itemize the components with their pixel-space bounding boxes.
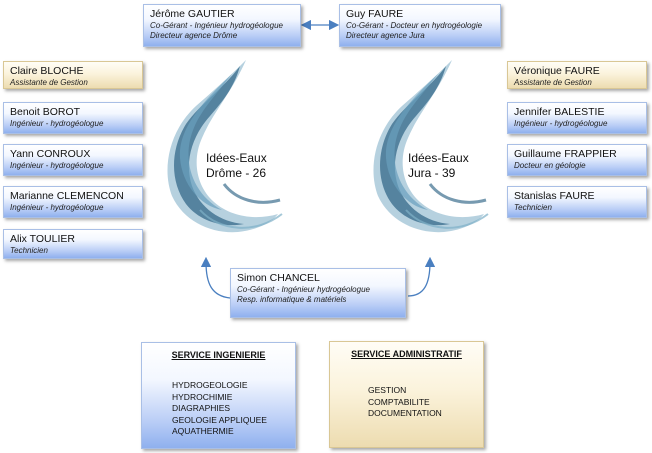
service-administratif-list: GESTION COMPTABILITE DOCUMENTATION [336, 385, 477, 420]
card-name: Guillaume FRAPPIER [514, 148, 617, 160]
card-role: Ingénieur - hydrogéologue [514, 119, 608, 128]
service-ingenierie-list: HYDROGEOLOGIE HYDROCHIMIE DIAGRAPHIES GE… [148, 380, 289, 438]
list-item: GESTION [368, 385, 407, 395]
card-role-2: Resp. informatique & matériels [237, 295, 347, 304]
agency-label-drome: Idées-Eaux Drôme - 26 [206, 151, 267, 181]
list-item: GEOLOGIE APPLIQUEE [172, 414, 267, 425]
card-role-2: Directeur agence Drôme [150, 31, 238, 40]
agency-label-jura: Idées-Eaux Jura - 39 [408, 151, 469, 181]
card-right-staff-2: Guillaume FRAPPIER Docteur en géologie [507, 144, 647, 176]
list-item: DIAGRAPHIES [172, 403, 231, 413]
agency-drome-line1: Idées-Eaux [206, 151, 267, 165]
list-item: HYDROGEOLOGIE [172, 380, 248, 390]
card-role: Co-Gérant - Ingénieur hydrogéologue [237, 285, 370, 294]
card-name: Guy FAURE [346, 8, 404, 20]
card-simon-chancel: Simon CHANCEL Co-Gérant - Ingénieur hydr… [230, 268, 406, 318]
card-role: Technicien [10, 246, 48, 255]
service-administratif-box: SERVICE ADMINISTRATIF GESTION COMPTABILI… [329, 341, 484, 448]
card-role-2: Directeur agence Jura [346, 31, 425, 40]
card-role: Assistante de Gestion [10, 78, 88, 87]
card-right-staff-3: Stanislas FAURE Technicien [507, 186, 647, 218]
water-drop-jura-icon [373, 60, 489, 233]
service-ingenierie-box: SERVICE INGENIERIE HYDROGEOLOGIE HYDROCH… [141, 342, 296, 449]
card-name: Claire BLOCHE [10, 65, 84, 77]
card-name: Benoit BOROT [10, 106, 81, 118]
card-right-staff-1: Jennifer BALESTIE Ingénieur - hydrogéolo… [507, 102, 647, 134]
card-role: Technicien [514, 203, 552, 212]
card-role: Co-Gérant - Docteur en hydrogéologie [346, 21, 483, 30]
card-left-staff-0: Claire BLOCHE Assistante de Gestion [3, 61, 143, 89]
card-name: Marianne CLEMENCON [10, 190, 124, 202]
card-name: Jérôme GAUTIER [150, 8, 235, 20]
card-left-staff-4: Alix TOULIER Technicien [3, 229, 143, 259]
agency-drome-line2: Drôme - 26 [206, 166, 267, 180]
card-role: Ingénieur - hydrogéologue [10, 203, 104, 212]
card-name: Alix TOULIER [10, 233, 75, 245]
service-ingenierie-title: SERVICE INGENIERIE [171, 350, 266, 360]
card-left-staff-2: Yann CONROUX Ingénieur - hydrogéologue [3, 144, 143, 176]
card-role: Ingénieur - hydrogéologue [10, 161, 104, 170]
card-name: Simon CHANCEL [237, 272, 320, 284]
card-guy-faure: Guy FAURE Co-Gérant - Docteur en hydrogé… [339, 4, 501, 47]
card-jerome-gautier: Jérôme GAUTIER Co-Gérant - Ingénieur hyd… [143, 4, 301, 47]
card-left-staff-1: Benoit BOROT Ingénieur - hydrogéologue [3, 102, 143, 134]
card-right-staff-0: Véronique FAURE Assistante de Gestion [507, 61, 647, 89]
card-role: Co-Gérant - Ingénieur hydrogéologue [150, 21, 283, 30]
card-role: Assistante de Gestion [514, 78, 592, 87]
card-name: Yann CONROUX [10, 148, 91, 160]
card-name: Stanislas FAURE [514, 190, 595, 202]
list-item: COMPTABILITE [368, 396, 430, 407]
arrow-to-drome [200, 256, 231, 299]
agency-jura-line1: Idées-Eaux [408, 151, 469, 165]
card-role: Ingénieur - hydrogéologue [10, 119, 104, 128]
agency-jura-line2: Jura - 39 [408, 166, 456, 180]
list-item: AQUATHERMIE [172, 426, 234, 436]
arrow-to-jura [407, 256, 436, 297]
card-name: Véronique FAURE [514, 65, 600, 77]
list-item: DOCUMENTATION [368, 408, 442, 418]
card-role: Docteur en géologie [514, 161, 586, 170]
water-drop-drome-icon [167, 60, 283, 233]
list-item: HYDROCHIMIE [172, 391, 233, 402]
card-left-staff-3: Marianne CLEMENCON Ingénieur - hydrogéol… [3, 186, 143, 218]
card-name: Jennifer BALESTIE [514, 106, 605, 118]
service-administratif-title: SERVICE ADMINISTRATIF [351, 349, 462, 359]
